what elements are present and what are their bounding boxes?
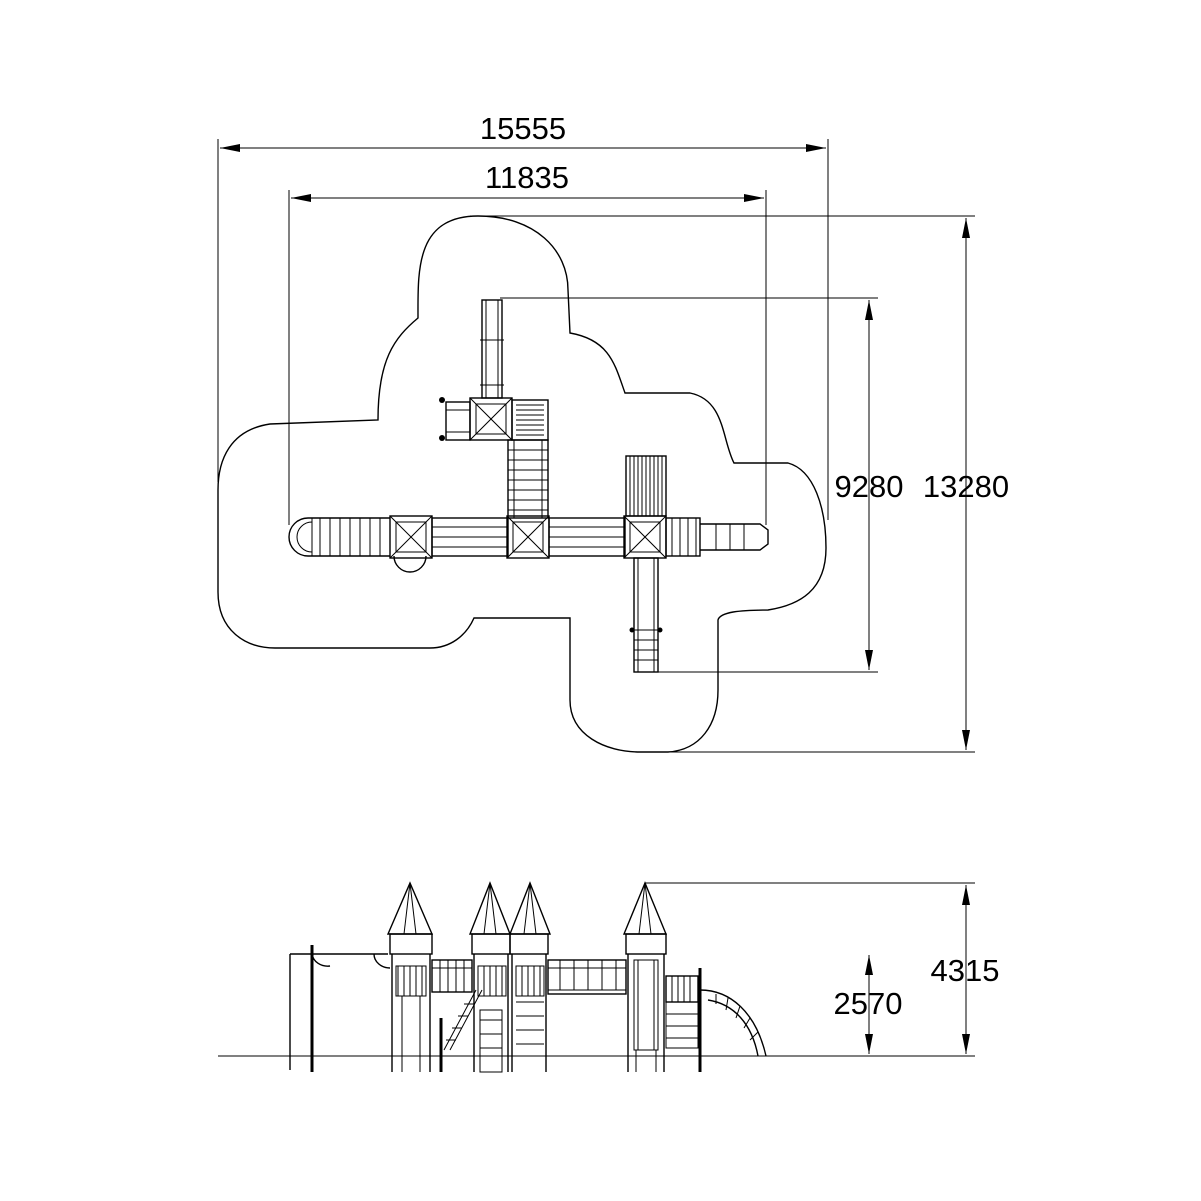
equipment-elevation bbox=[289, 881, 767, 1073]
overall-depth-label: 13280 bbox=[923, 469, 1009, 504]
inner-depth-label: 9280 bbox=[835, 469, 904, 504]
inner-width-label: 11835 bbox=[485, 160, 569, 195]
safety-zone-outline bbox=[217, 215, 827, 753]
overall-width-label: 15555 bbox=[480, 111, 566, 146]
dimension-platform-height: 2570 bbox=[834, 955, 903, 1054]
dimension-overall-depth: 13280 bbox=[470, 215, 1009, 753]
dimension-overall-width: 15555 bbox=[217, 111, 829, 520]
elevation-view: 4315 2570 bbox=[218, 881, 1000, 1073]
platform-height-label: 2570 bbox=[834, 986, 903, 1021]
overall-height-label: 4315 bbox=[931, 953, 1000, 988]
dimension-inner-width: 11835 bbox=[288, 160, 767, 525]
dimension-inner-depth: 9280 bbox=[500, 297, 904, 673]
dimension-overall-height: 4315 bbox=[645, 882, 1000, 1054]
equipment-plan bbox=[288, 299, 769, 673]
plan-view: 15555 11835 9280 13280 bbox=[217, 111, 1009, 753]
